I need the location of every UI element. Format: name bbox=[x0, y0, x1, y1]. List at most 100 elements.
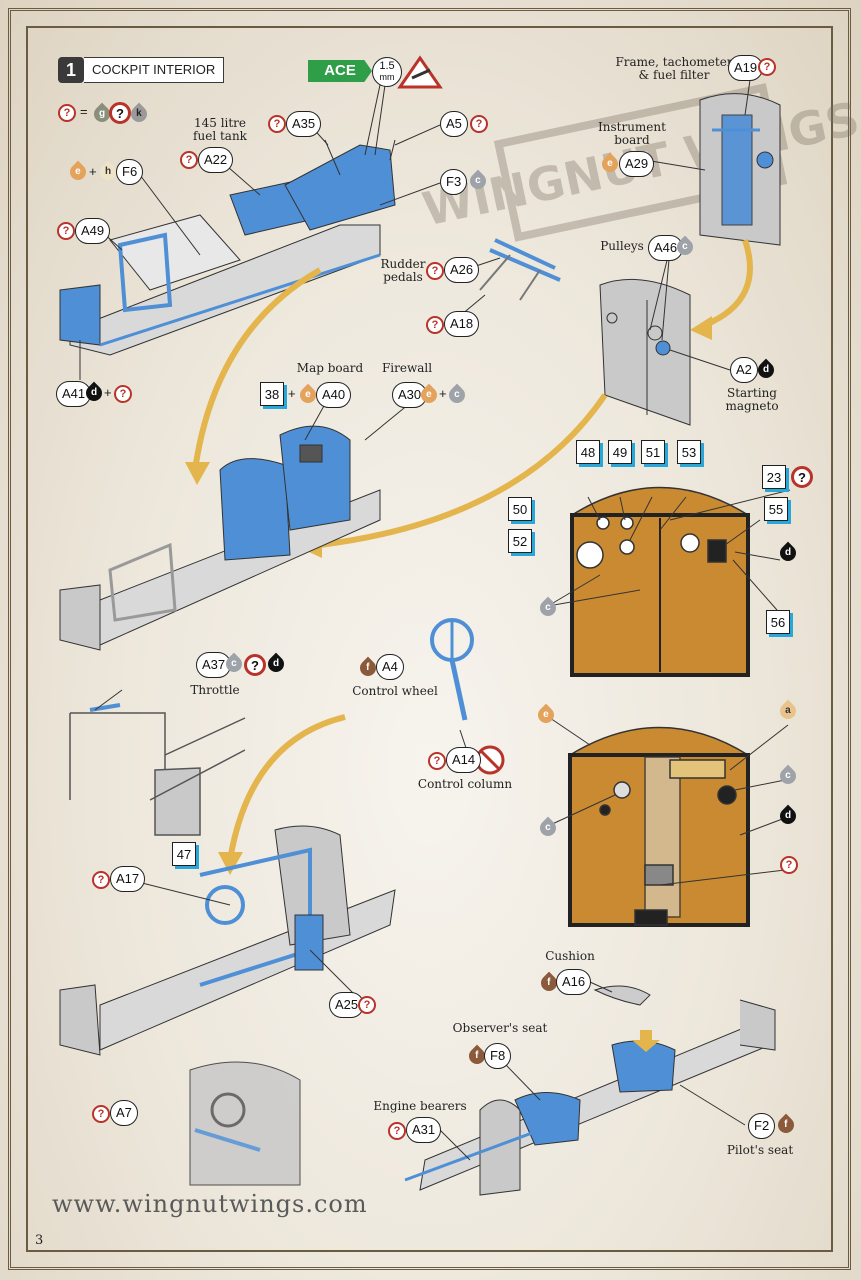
decal-49: 49 bbox=[608, 440, 632, 464]
plus-sign: + bbox=[89, 164, 97, 179]
control-wheel-assembly bbox=[430, 618, 474, 721]
paint-q-a22: ? bbox=[180, 151, 198, 169]
page-border-inner bbox=[26, 26, 833, 1252]
instrument-panel-rear bbox=[568, 726, 750, 927]
firewall-panel bbox=[599, 278, 691, 426]
part-a16: A16 bbox=[556, 969, 592, 995]
paint-q-a14: ? bbox=[428, 752, 446, 770]
website-url[interactable]: www.wingnutwings.com bbox=[52, 1190, 368, 1218]
rudder-pedals bbox=[479, 238, 561, 301]
paint-q-a26: ? bbox=[426, 262, 444, 280]
scale-badge: 1.5 mm bbox=[372, 57, 402, 87]
label-map-board: Map board bbox=[296, 361, 364, 375]
paint-q-a31: ? bbox=[388, 1122, 406, 1140]
part-a26: A26 bbox=[444, 257, 480, 283]
part-a29: A29 bbox=[619, 151, 655, 177]
assembly-arrow-4 bbox=[227, 714, 346, 861]
fuselage-assembly-3 bbox=[59, 825, 396, 1056]
plus-sign: + bbox=[104, 385, 112, 400]
paint-q-decal23: ? bbox=[791, 466, 813, 488]
plus-sign: + bbox=[288, 386, 296, 401]
part-a35: A35 bbox=[286, 111, 322, 137]
part-a17: A17 bbox=[110, 866, 146, 892]
paint-q-a37: ? bbox=[244, 654, 266, 676]
label-control-wheel: Control wheel bbox=[352, 684, 438, 698]
part-a14: A14 bbox=[446, 747, 482, 773]
ace-badge: ACE bbox=[308, 60, 372, 82]
paint-q-a25: ? bbox=[358, 996, 376, 1014]
step-title: COCKPIT INTERIOR bbox=[84, 57, 225, 83]
paint-q-a35: ? bbox=[268, 115, 286, 133]
part-a5: A5 bbox=[440, 111, 468, 137]
part-f8: F8 bbox=[484, 1043, 512, 1069]
decal-53: 53 bbox=[677, 440, 701, 464]
decal-48: 48 bbox=[576, 440, 600, 464]
part-f6: F6 bbox=[116, 159, 144, 185]
cockpit-floor-assembly bbox=[59, 139, 396, 356]
paint-q-a5: ? bbox=[470, 115, 488, 133]
instrument-panel-front bbox=[570, 486, 750, 677]
label-cushion: Cushion bbox=[545, 949, 595, 963]
decal-23: 23 bbox=[762, 465, 786, 489]
label-control-column: Control column bbox=[417, 777, 513, 791]
label-fuel-tank: 145 litre fuel tank bbox=[193, 116, 247, 143]
part-f3: F3 bbox=[440, 169, 468, 195]
paint-q-a17: ? bbox=[92, 871, 110, 889]
part-a31: A31 bbox=[406, 1117, 442, 1143]
paint-q-a49: ? bbox=[57, 222, 75, 240]
instrument-board-assembly bbox=[699, 93, 781, 246]
throttle-assembly bbox=[69, 703, 246, 836]
caution-triangle-icon bbox=[397, 55, 443, 89]
scale-value: 1.5 bbox=[379, 60, 395, 72]
part-a40: A40 bbox=[316, 382, 352, 408]
part-a30: A30 bbox=[392, 382, 428, 408]
decal-52: 52 bbox=[508, 529, 532, 553]
leader-lines bbox=[79, 79, 791, 1161]
assembly-arrow-2 bbox=[703, 239, 753, 328]
label-firewall: Firewall bbox=[381, 361, 433, 375]
part-a2: A2 bbox=[730, 357, 758, 383]
decal-51: 51 bbox=[641, 440, 665, 464]
assembly-arrow-3 bbox=[319, 393, 608, 548]
page-border-outer bbox=[8, 8, 851, 1270]
fuselage-assembly-seats bbox=[404, 985, 776, 1196]
scale-unit: mm bbox=[379, 72, 395, 82]
part-f2: F2 bbox=[748, 1113, 776, 1139]
label-frame-tachometer: Frame, tachometer & fuel filter bbox=[615, 55, 733, 82]
mix-question-badge: ? bbox=[109, 102, 131, 124]
paint-q-a41: ? bbox=[114, 385, 132, 403]
part-a22: A22 bbox=[198, 147, 234, 173]
decal-38: 38 bbox=[260, 382, 284, 406]
paint-q-a18: ? bbox=[426, 316, 444, 334]
label-observers-seat: Observer's seat bbox=[452, 1021, 548, 1035]
part-a19: A19 bbox=[728, 55, 764, 81]
decal-50: 50 bbox=[508, 497, 532, 521]
part-a49: A49 bbox=[75, 218, 111, 244]
label-instrument-board: Instrument board bbox=[598, 120, 666, 147]
paint-q-a19: ? bbox=[758, 58, 776, 76]
fuselage-assembly-2 bbox=[59, 425, 381, 651]
cockpit-closeup bbox=[189, 1061, 301, 1186]
label-rudder-pedals: Rudder pedals bbox=[380, 257, 426, 284]
part-a18: A18 bbox=[444, 311, 480, 337]
equals-sign: = bbox=[80, 104, 88, 119]
label-pulleys: Pulleys bbox=[600, 239, 644, 253]
step-number: 1 bbox=[58, 57, 84, 83]
decal-55: 55 bbox=[764, 497, 788, 521]
paint-q-rear: ? bbox=[780, 856, 798, 874]
label-throttle: Throttle bbox=[190, 683, 240, 697]
decal-56: 56 bbox=[766, 610, 790, 634]
page-number: 3 bbox=[35, 1233, 44, 1248]
plus-sign: + bbox=[439, 386, 447, 401]
assembly-arrow-1 bbox=[192, 267, 322, 471]
label-pilots-seat: Pilot's seat bbox=[726, 1143, 794, 1157]
label-starting-magneto: Starting magneto bbox=[725, 386, 779, 413]
mix-question-icon: ? bbox=[58, 104, 76, 122]
part-a4: A4 bbox=[376, 654, 404, 680]
paint-q-a7: ? bbox=[92, 1105, 110, 1123]
part-a7: A7 bbox=[110, 1100, 138, 1126]
label-engine-bearers: Engine bearers bbox=[373, 1099, 467, 1113]
decal-47: 47 bbox=[172, 842, 196, 866]
